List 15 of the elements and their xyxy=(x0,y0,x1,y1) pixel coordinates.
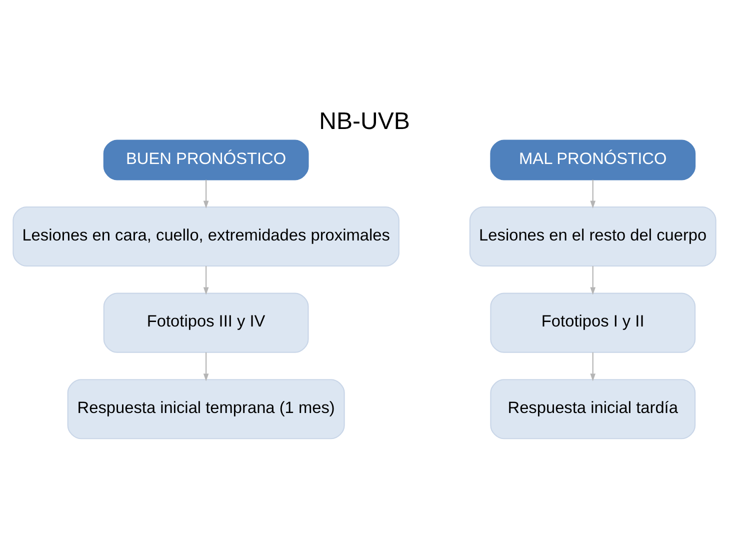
node-box: Fototipos I y II xyxy=(490,292,696,353)
node-box: Respuesta inicial tardía xyxy=(490,379,696,440)
arrow xyxy=(203,266,209,295)
arrow xyxy=(203,352,209,382)
node-box: MAL PRONÓSTICO xyxy=(490,140,696,180)
node-box: Respuesta inicial temprana (1 mes) xyxy=(67,379,345,440)
arrow xyxy=(590,266,596,295)
arrow xyxy=(590,352,596,382)
node-box: Lesiones en cara, cuello, extremidades proximales xyxy=(12,206,400,267)
arrow xyxy=(590,180,596,208)
node-box: Fototipos III y IV xyxy=(103,292,309,353)
diagram-title: NB-UVB xyxy=(319,108,410,135)
node-box: Lesiones en el resto del cuerpo xyxy=(469,206,716,267)
node-box: BUEN PRONÓSTICO xyxy=(103,140,309,180)
arrow xyxy=(203,180,209,208)
